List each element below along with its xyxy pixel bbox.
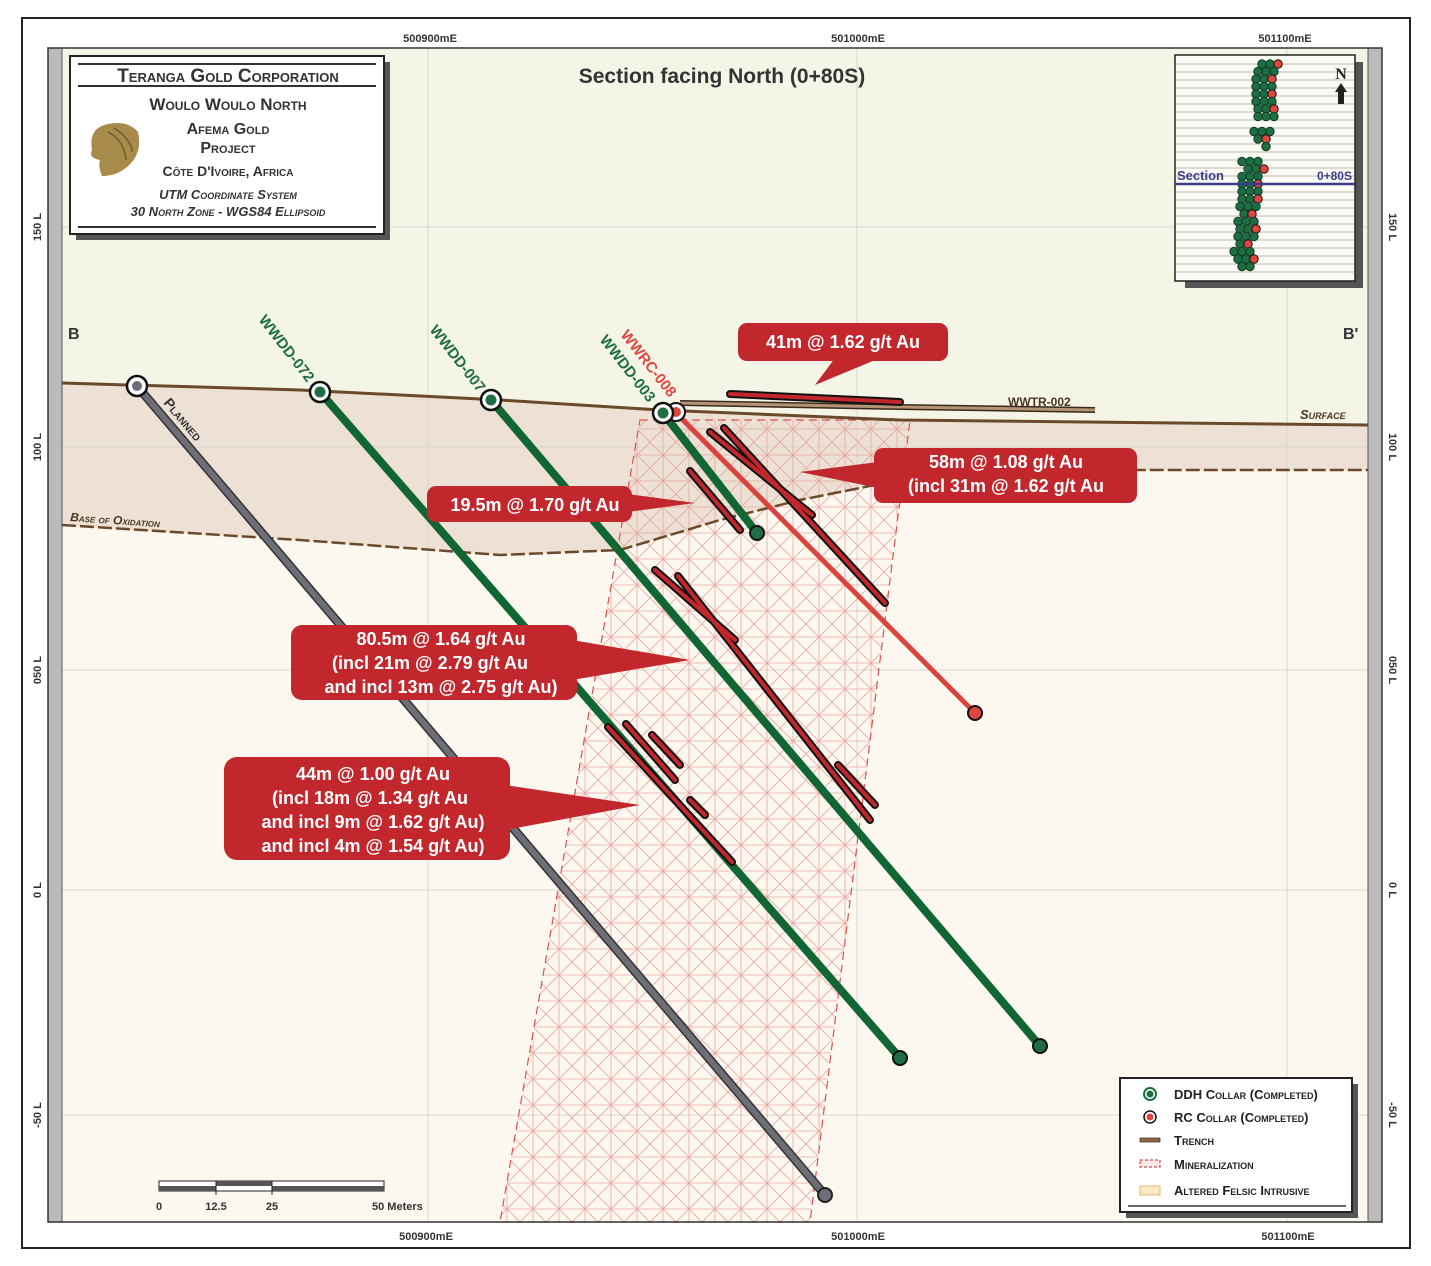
- ddh-collar-icon: [1245, 246, 1255, 257]
- surface-label: Surface: [1300, 407, 1347, 422]
- rc-collar-icon: [1259, 164, 1269, 174]
- company-name: Teranga Gold Corporation: [117, 66, 339, 87]
- ddh-collar-icon: [1253, 111, 1263, 122]
- svg-text:050 L: 050 L: [32, 656, 44, 684]
- svg-text:58m @ 1.08 g/t Au: 58m @ 1.08 g/t Au: [929, 452, 1083, 472]
- ddh-collar-icon: [1251, 201, 1261, 212]
- surface-line: [61, 381, 1369, 427]
- svg-text:and incl 13m @ 2.75 g/t Au): and incl 13m @ 2.75 g/t Au): [325, 677, 558, 697]
- coord-system: UTM Coordinate System: [159, 187, 297, 202]
- callout-80-5m: 80.5m @ 1.64 g/t Au (incl 21m @ 2.79 g/t…: [291, 625, 690, 700]
- svg-text:and incl 4m @ 1.54 g/t Au): and incl 4m @ 1.54 g/t Au): [262, 836, 485, 856]
- mineralization-zone: [499, 419, 911, 1223]
- scale-bar: 0 12.5 25 50 Meters: [156, 1180, 423, 1213]
- level-labels-left: 150 L 100 L 050 L 0 L -50 L: [32, 213, 44, 1128]
- ddh-collar-icon: [1269, 111, 1279, 122]
- ddh-collar-icon: [1265, 126, 1275, 137]
- lion-logo-icon: [91, 123, 140, 176]
- coord-zone: 30 North Zone - WGS84 Ellipsoid: [131, 204, 326, 219]
- right-scale-bar: [1367, 47, 1383, 1223]
- easting-bottom-label: 500900mE: [399, 1231, 453, 1243]
- callout-19-5m: 19.5m @ 1.70 g/t Au: [427, 486, 695, 522]
- svg-text:80.5m @ 1.64 g/t Au: 80.5m @ 1.64 g/t Au: [357, 629, 526, 649]
- callout-41m: 41m @ 1.62 g/t Au: [738, 323, 948, 385]
- svg-text:(incl 31m @ 1.62 g/t Au: (incl 31m @ 1.62 g/t Au: [908, 476, 1104, 496]
- svg-text:12.5: 12.5: [205, 1201, 226, 1213]
- rc-collar-icon: [1249, 254, 1259, 264]
- svg-text:100 L: 100 L: [32, 433, 44, 461]
- level-labels-right: 150 L 100 L 050 L 0 L -50 L: [1386, 213, 1398, 1128]
- north-arrow-icon: [1335, 83, 1347, 104]
- location: Côte D'Ivoire, Africa: [163, 163, 294, 179]
- svg-text:150 L: 150 L: [32, 213, 44, 241]
- ddh-collar-icon: [1245, 261, 1255, 272]
- svg-text:(incl 21m @ 2.79 g/t Au: (incl 21m @ 2.79 g/t Au: [332, 653, 528, 673]
- section-title: Section facing North (0+80S): [579, 65, 865, 88]
- svg-text:Altered Felsic Intrusive: Altered Felsic Intrusive: [1174, 1183, 1310, 1198]
- prospect-name: Woulo Woulo North: [149, 95, 306, 114]
- base-oxidation-label: Base of Oxidation: [70, 510, 161, 530]
- easting-top-label: 500900mE: [403, 33, 457, 45]
- easting-bottom-label: 501100mE: [1261, 1231, 1314, 1243]
- ddh-collar-icon: [1237, 156, 1247, 167]
- project-line2: Project: [200, 140, 256, 157]
- svg-text:0: 0: [156, 1201, 162, 1213]
- svg-text:and incl 9m @ 1.62 g/t Au): and incl 9m @ 1.62 g/t Au): [262, 812, 485, 832]
- inset-location-map: Section 0+80S N: [1174, 54, 1363, 288]
- ddh-collar-icon: [1249, 231, 1259, 242]
- inset-section-id: 0+80S: [1317, 169, 1352, 183]
- svg-text:-50 L: -50 L: [1386, 1102, 1398, 1128]
- easting-top-label: 501100mE: [1258, 33, 1311, 45]
- svg-text:Trench: Trench: [1174, 1133, 1214, 1148]
- svg-text:0 L: 0 L: [1386, 882, 1398, 898]
- callout-58m: 58m @ 1.08 g/t Au (incl 31m @ 1.62 g/t A…: [800, 448, 1137, 503]
- hole-wwrc-008-trace[interactable]: [672, 409, 978, 716]
- ddh-collar-icon: [1237, 261, 1247, 272]
- section-end-b-prime: B': [1343, 326, 1358, 343]
- hole-wwdd-003-trace[interactable]: [659, 409, 761, 537]
- inset-section-label: Section: [1177, 168, 1224, 183]
- svg-text:(incl 18m @ 1.34 g/t Au: (incl 18m @ 1.34 g/t Au: [272, 788, 468, 808]
- ddh-collar-icon: [1261, 141, 1271, 152]
- rc-collar-icon: [1273, 59, 1283, 69]
- mineralization-legend-icon: [1139, 1159, 1161, 1168]
- svg-text:19.5m @ 1.70 g/t Au: 19.5m @ 1.70 g/t Au: [451, 495, 620, 515]
- intercepts: [604, 390, 904, 866]
- wwdd-072-toe-marker: [892, 1050, 908, 1066]
- ddh-collar-icon: [1253, 134, 1263, 144]
- svg-text:50 Meters: 50 Meters: [372, 1201, 423, 1213]
- wwdd-007-toe-marker: [1032, 1038, 1048, 1054]
- svg-text:150 L: 150 L: [1386, 213, 1398, 241]
- svg-text:RC Collar (Completed): RC Collar (Completed): [1174, 1110, 1308, 1125]
- svg-text:41m @ 1.62 g/t Au: 41m @ 1.62 g/t Au: [766, 332, 920, 352]
- trench-label: WWTR-002: [1008, 395, 1071, 409]
- trench-legend-icon: [1139, 1137, 1161, 1143]
- legend: DDH Collar (Completed) RC Collar (Comple…: [1119, 1077, 1358, 1218]
- altered-felsic-legend-icon: [1139, 1185, 1161, 1196]
- svg-text:25: 25: [266, 1201, 278, 1213]
- project-line1: Afema Gold: [187, 121, 270, 138]
- left-scale-bar: [47, 47, 63, 1223]
- trench-wwtr-002: [679, 401, 1096, 412]
- svg-text:-50 L: -50 L: [32, 1102, 44, 1128]
- wwdd-003-toe-marker: [749, 525, 765, 541]
- collars: [125, 374, 686, 425]
- easting-bottom-label: 501000mE: [831, 1231, 885, 1243]
- section-end-b: B: [68, 326, 80, 343]
- callout-44m: 44m @ 1.00 g/t Au (incl 18m @ 1.34 g/t A…: [224, 757, 640, 860]
- svg-text:Mineralization: Mineralization: [1174, 1157, 1254, 1172]
- wwrc-008-toe-marker: [967, 705, 983, 721]
- svg-text:0 L: 0 L: [32, 882, 44, 898]
- svg-text:050 L: 050 L: [1386, 656, 1398, 684]
- ddh-collar-icon: [1261, 111, 1271, 122]
- easting-top-label: 501000mE: [831, 33, 885, 45]
- svg-text:100 L: 100 L: [1386, 433, 1398, 461]
- title-block: Teranga Gold Corporation Woulo Woulo Nor…: [69, 55, 390, 240]
- svg-text:44m @ 1.00 g/t Au: 44m @ 1.00 g/t Au: [296, 764, 450, 784]
- north-label: N: [1335, 66, 1347, 83]
- planned-toe-marker: [817, 1187, 833, 1203]
- svg-text:DDH Collar (Completed): DDH Collar (Completed): [1174, 1087, 1318, 1102]
